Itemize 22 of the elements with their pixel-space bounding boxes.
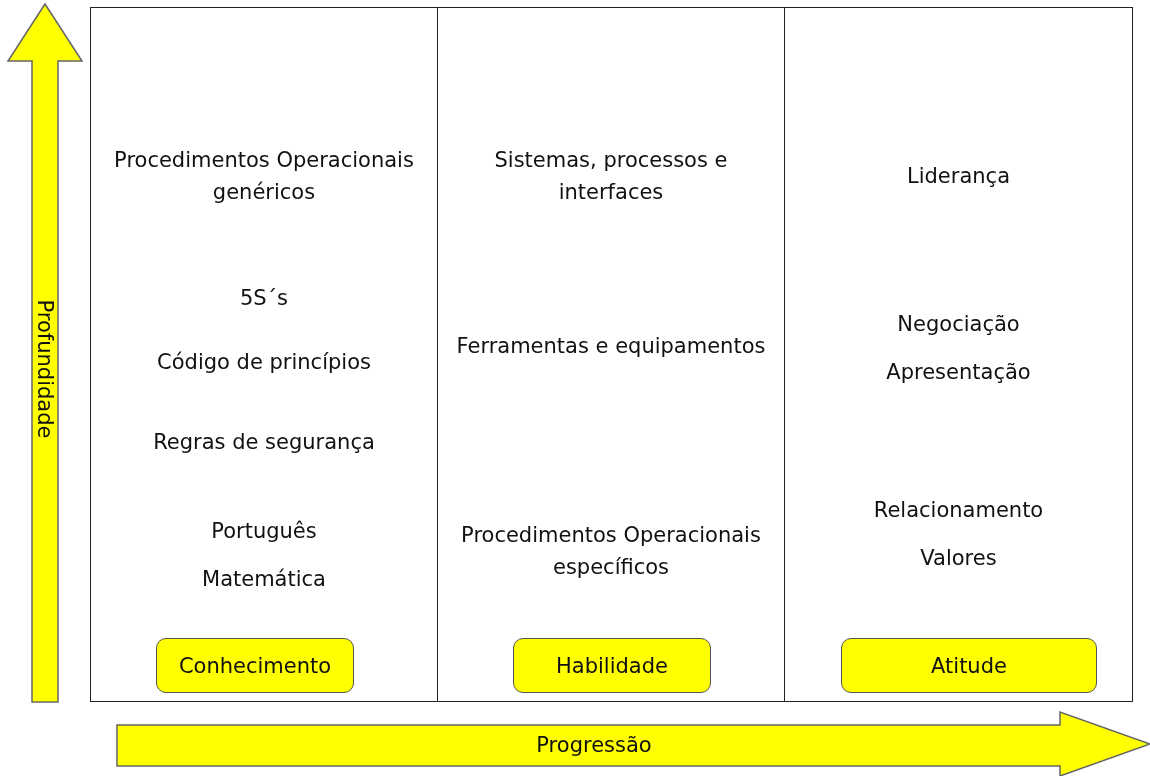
axis-label: Progressão	[536, 733, 652, 757]
competency-text: Procedimentos Operacionais genéricos	[113, 147, 415, 206]
column-panel	[784, 7, 1133, 702]
competency-text: Valores	[919, 545, 998, 572]
competency-text: Matemática	[201, 566, 327, 593]
category-tag: Atitude	[841, 638, 1097, 693]
competency-text: Procedimentos Operacionais específicos	[460, 522, 762, 581]
competency-text: Código de princípios	[156, 349, 372, 376]
axis-label: Profundidade	[33, 299, 57, 439]
column-panel	[90, 7, 438, 702]
competency-text: Sistemas, processos e interfaces	[493, 147, 729, 206]
competency-text: Regras de segurança	[152, 429, 376, 456]
category-tag: Habilidade	[513, 638, 711, 693]
competency-text: 5S´s	[238, 285, 290, 312]
competency-text: Negociação	[896, 311, 1021, 338]
competency-text: Apresentação	[885, 359, 1032, 386]
category-tag: Conhecimento	[156, 638, 354, 693]
column-panel	[437, 7, 785, 702]
competency-text: Ferramentas e equipamentos	[455, 333, 767, 360]
competency-text: Relacionamento	[872, 497, 1045, 524]
competency-text: Português	[210, 518, 318, 545]
competency-text: Liderança	[906, 163, 1011, 190]
